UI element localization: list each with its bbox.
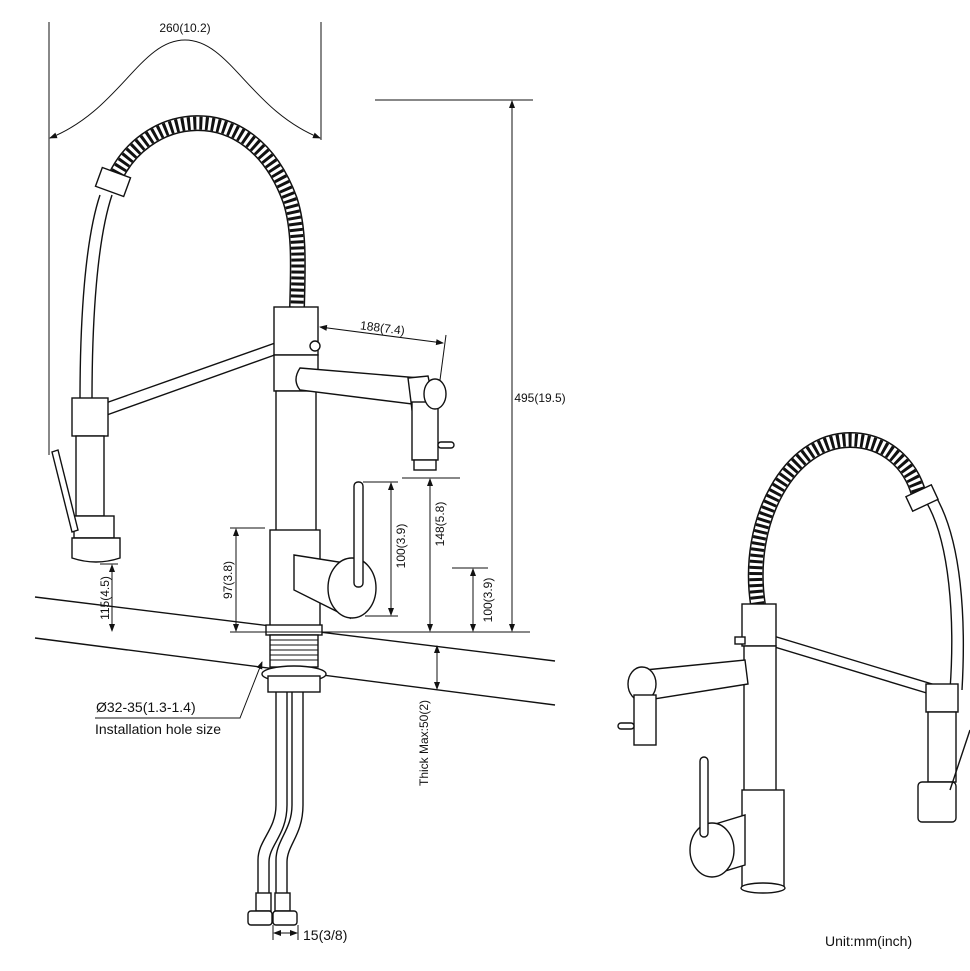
base-ring <box>265 624 323 636</box>
spread-width-label: 260(10.2) <box>159 21 210 35</box>
handle <box>293 481 377 620</box>
pull-down-sprayer <box>51 397 121 563</box>
hose-connector-label: 15(3/8) <box>303 927 347 943</box>
base-height-label: 97(3.8) <box>221 561 235 599</box>
hole-diameter-label: Ø32-35(1.3-1.4) <box>96 699 196 715</box>
hose-guide <box>94 166 132 198</box>
spout-clearance-label: 148(5.8) <box>433 502 447 547</box>
faucet-column <box>275 390 317 532</box>
sprayer-lever <box>51 449 79 533</box>
faucet-perspective-view <box>617 431 970 894</box>
deck-thickness-label: Thick Max:50(2) <box>417 700 431 786</box>
total-height-label: 495(19.5) <box>514 391 565 405</box>
support-bar <box>99 341 284 417</box>
unit-label: Unit:mm(inch) <box>825 933 912 949</box>
spout-reach-label: 188(7.4) <box>359 318 405 337</box>
main-faucet <box>34 115 556 926</box>
outlet-height-label: 100(3.9) <box>481 578 495 623</box>
hole-size-label: Installation hole size <box>95 721 221 737</box>
supply-hoses <box>247 692 304 926</box>
handle-height-label: 100(3.9) <box>394 524 408 569</box>
dimension-lines <box>48 22 533 940</box>
swivel-spout <box>295 367 455 471</box>
sprayer-clearance-label: 115(4.5) <box>98 576 112 620</box>
mounting-nut <box>267 675 321 693</box>
